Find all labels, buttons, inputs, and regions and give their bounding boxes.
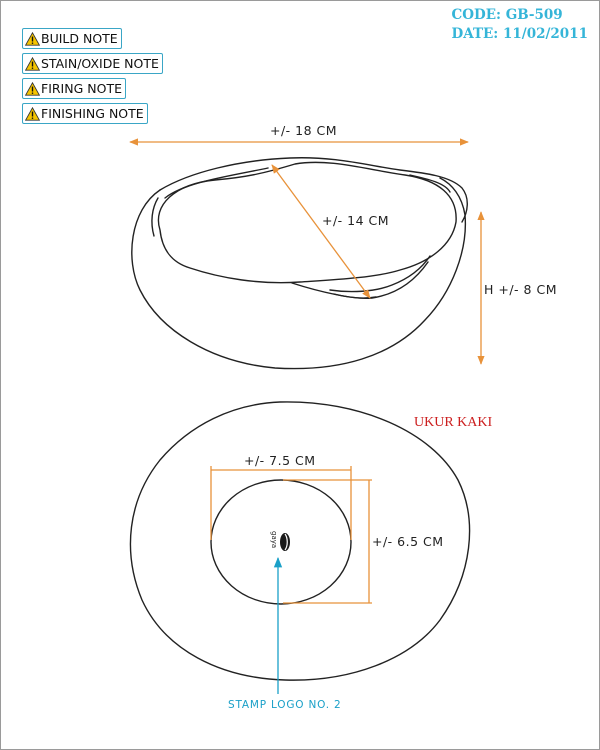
stain-oxide-note-button[interactable]: STAIN/OXIDE NOTE (22, 53, 163, 74)
bowl-lip-inner (151, 197, 159, 237)
top-view-dimensions: +/- 18 CM +/- 14 CM H +/- 8 CM (129, 123, 557, 365)
warning-icon (25, 31, 40, 46)
firing-note-button[interactable]: FIRING NOTE (22, 78, 126, 99)
build-note-label: BUILD NOTE (41, 31, 118, 46)
build-note-button[interactable]: BUILD NOTE (22, 28, 122, 49)
bowl-foot-ring (210, 479, 352, 605)
bowl-outer-rim (159, 157, 468, 223)
width-dimension-label: +/- 14 CM (322, 213, 389, 228)
bowl-rim-fold (164, 167, 269, 199)
firing-note-label: FIRING NOTE (41, 81, 122, 96)
notes-panel: BUILD NOTE STAIN/OXIDE NOTE FIRING NOTE … (22, 28, 163, 128)
document-date: DATE: 11/02/2011 (451, 26, 588, 42)
bowl-outer-body (131, 177, 467, 370)
width-dimension-line (271, 164, 371, 299)
bowl-spout-inner (329, 255, 431, 293)
warning-icon (25, 106, 40, 121)
foot-width-label: +/- 7.5 CM (244, 453, 316, 468)
warning-icon (25, 81, 40, 96)
bowl-bottom-view (129, 401, 471, 681)
stamp-logo: gaya (270, 531, 290, 551)
bowl-inner-rim (157, 161, 457, 284)
warning-icon (25, 56, 40, 71)
foot-dimensions (210, 466, 372, 604)
ukur-kaki-label: UKUR KAKI (414, 415, 493, 430)
length-dimension-label: +/- 18 CM (270, 123, 337, 138)
finishing-note-label: FINISHING NOTE (41, 106, 144, 121)
document-header: CODE: GB-509 DATE: 11/02/2011 (452, 6, 588, 44)
product-code: CODE: GB-509 (451, 7, 563, 23)
finishing-note-button[interactable]: FINISHING NOTE (22, 103, 148, 124)
stamp-logo-label: STAMP LOGO NO. 2 (228, 699, 342, 711)
stain-oxide-note-label: STAIN/OXIDE NOTE (41, 56, 159, 71)
bowl-bottom-outline (129, 401, 471, 681)
bowl-side-view (131, 157, 468, 370)
foot-height-label: +/- 6.5 CM (372, 534, 444, 549)
height-dimension-label: H +/- 8 CM (484, 282, 557, 297)
stamp-logo-text: gaya (270, 531, 278, 548)
bowl-rim-fold-2 (409, 174, 451, 193)
stamp-logo-mark (280, 533, 290, 551)
